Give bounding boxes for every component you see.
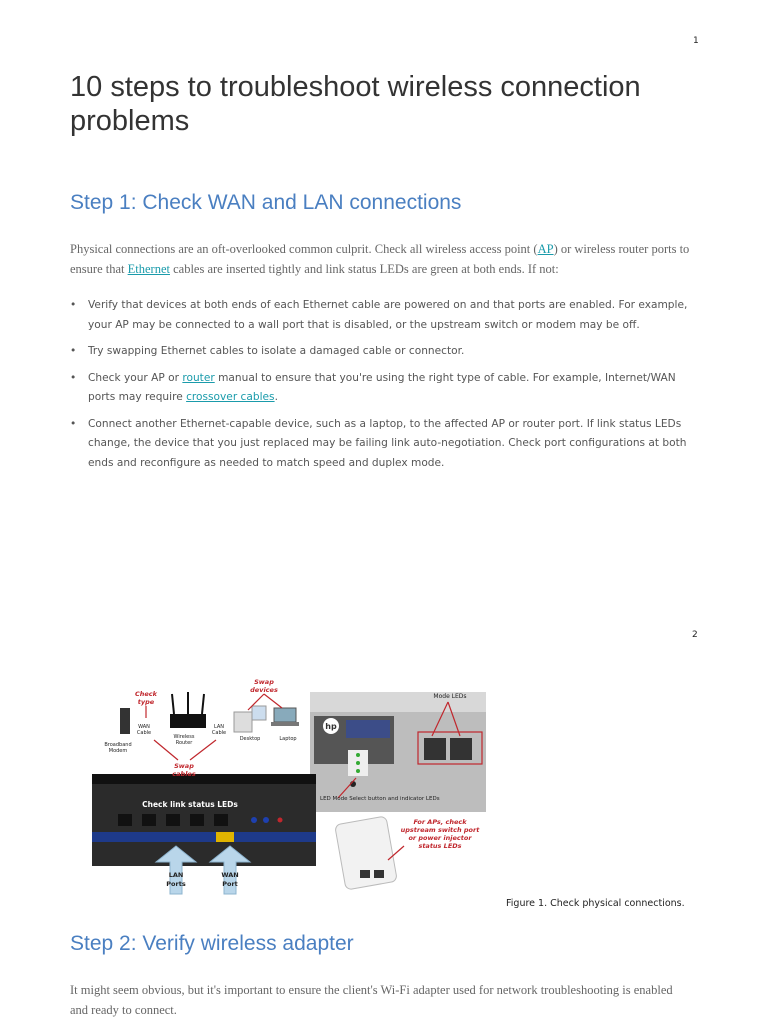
list-item: • Verify that devices at both ends of eac… (70, 296, 695, 335)
page-title: 10 steps to troubleshoot wireless connec… (70, 71, 641, 137)
bullet-icon: • (70, 371, 77, 384)
ethernet-link[interactable]: Ethernet (127, 261, 170, 276)
mode-leds-label: Mode LEDs (433, 693, 466, 700)
step1-intro-text-1: Physical connections are an oft-overlook… (70, 242, 538, 256)
list-item: • Check your AP or router manual to ensur… (70, 369, 695, 408)
annotation-arrow (263, 693, 283, 709)
ethernet-port-icon (424, 738, 446, 760)
wan-port-strip (216, 832, 234, 842)
laptop-label: Laptop (279, 736, 296, 742)
injector-port-icon (360, 870, 370, 878)
bullet-text: Connect another Ethernet-capable device,… (88, 417, 687, 469)
wan-port-icon (214, 814, 228, 826)
svg-text:hp: hp (325, 722, 337, 731)
check-link-leds-label: Check link status LEDs (142, 800, 238, 809)
wan-port-arrow (208, 845, 252, 895)
bullet-icon: • (70, 345, 77, 357)
router-link[interactable]: router (182, 371, 215, 384)
annotation-arrow (153, 739, 179, 761)
annotation-arrow (387, 845, 405, 861)
lan-port-icon (142, 814, 156, 826)
page-number: 1 (693, 36, 699, 46)
crossover-cables-link[interactable]: crossover cables (186, 391, 275, 403)
injector-port-icon (374, 870, 384, 878)
bullet-text-1: Check your AP or (88, 371, 183, 384)
annotation-arrow (247, 693, 265, 711)
step1-intro-text-3: cables are inserted tightly and link sta… (169, 261, 559, 276)
lan-ports-arrow (154, 845, 198, 895)
ap-link[interactable]: AP (537, 242, 554, 256)
power-injector-photo (335, 816, 397, 890)
desktop-icon (233, 711, 253, 733)
step1-bullet-list: • Verify that devices at both ends of eac… (70, 296, 695, 480)
annotation-arrow (189, 739, 217, 761)
led-icon (356, 753, 360, 757)
router-reset-icon (277, 817, 283, 823)
ethernet-port-icon (450, 738, 472, 760)
led-mode-select-label: LED Mode Select button and indicator LED… (320, 796, 440, 802)
mode-leds-highlight (417, 731, 483, 765)
router-button-icon (251, 817, 257, 823)
annotation-arrow (431, 701, 449, 737)
router-port-strip (92, 832, 316, 842)
annotation-arrow (337, 777, 357, 799)
wireless-router-icon (170, 714, 206, 728)
list-item: • Connect another Ethernet-capable device… (70, 415, 695, 474)
led-icon (356, 769, 360, 773)
bullet-text-2: manual to ensure that you're using the r… (88, 371, 676, 404)
router-button-icon (263, 817, 269, 823)
lan-port-icon (190, 814, 204, 826)
bullet-text-3: . (274, 391, 278, 403)
step2-intro: It might seem obvious, but it's importan… (70, 983, 673, 1017)
led-icon (356, 761, 360, 765)
step1-heading: Step 1: Check WAN and LAN connections (70, 191, 462, 214)
bullet-text: Verify that devices at both ends of each… (88, 299, 688, 331)
bullet-text: Try swapping Ethernet cables to isolate … (88, 345, 465, 357)
step1-intro: Physical connections are an oft-overlook… (70, 240, 690, 279)
laptop-icon (273, 707, 297, 723)
ap-label-blue (346, 720, 390, 738)
bullet-icon: • (70, 417, 77, 430)
physical-connections-figure: hp Mode LEDs LED Mode Select button and … (88, 674, 488, 896)
router-top (92, 774, 316, 784)
figure-caption: Figure 1. Check physical connections. (506, 898, 685, 909)
annotation-arrow (447, 701, 461, 737)
figure-illustration: hp Mode LEDs LED Mode Select button and … (92, 678, 486, 895)
lan-port-icon (118, 814, 132, 826)
list-item: • Try swapping Ethernet cables to isolate… (70, 342, 695, 362)
lan-port-icon (166, 814, 180, 826)
bullet-icon: • (70, 299, 77, 311)
step2-heading: Step 2: Verify wireless adapter (70, 932, 354, 955)
hp-logo-icon (323, 718, 339, 734)
page-number: 2 (692, 630, 698, 640)
broadband-modem-icon (120, 708, 130, 734)
desktop-label: Desktop (240, 736, 261, 742)
step1-intro-text-2: ) or wireless router ports to ensure tha… (70, 242, 690, 276)
